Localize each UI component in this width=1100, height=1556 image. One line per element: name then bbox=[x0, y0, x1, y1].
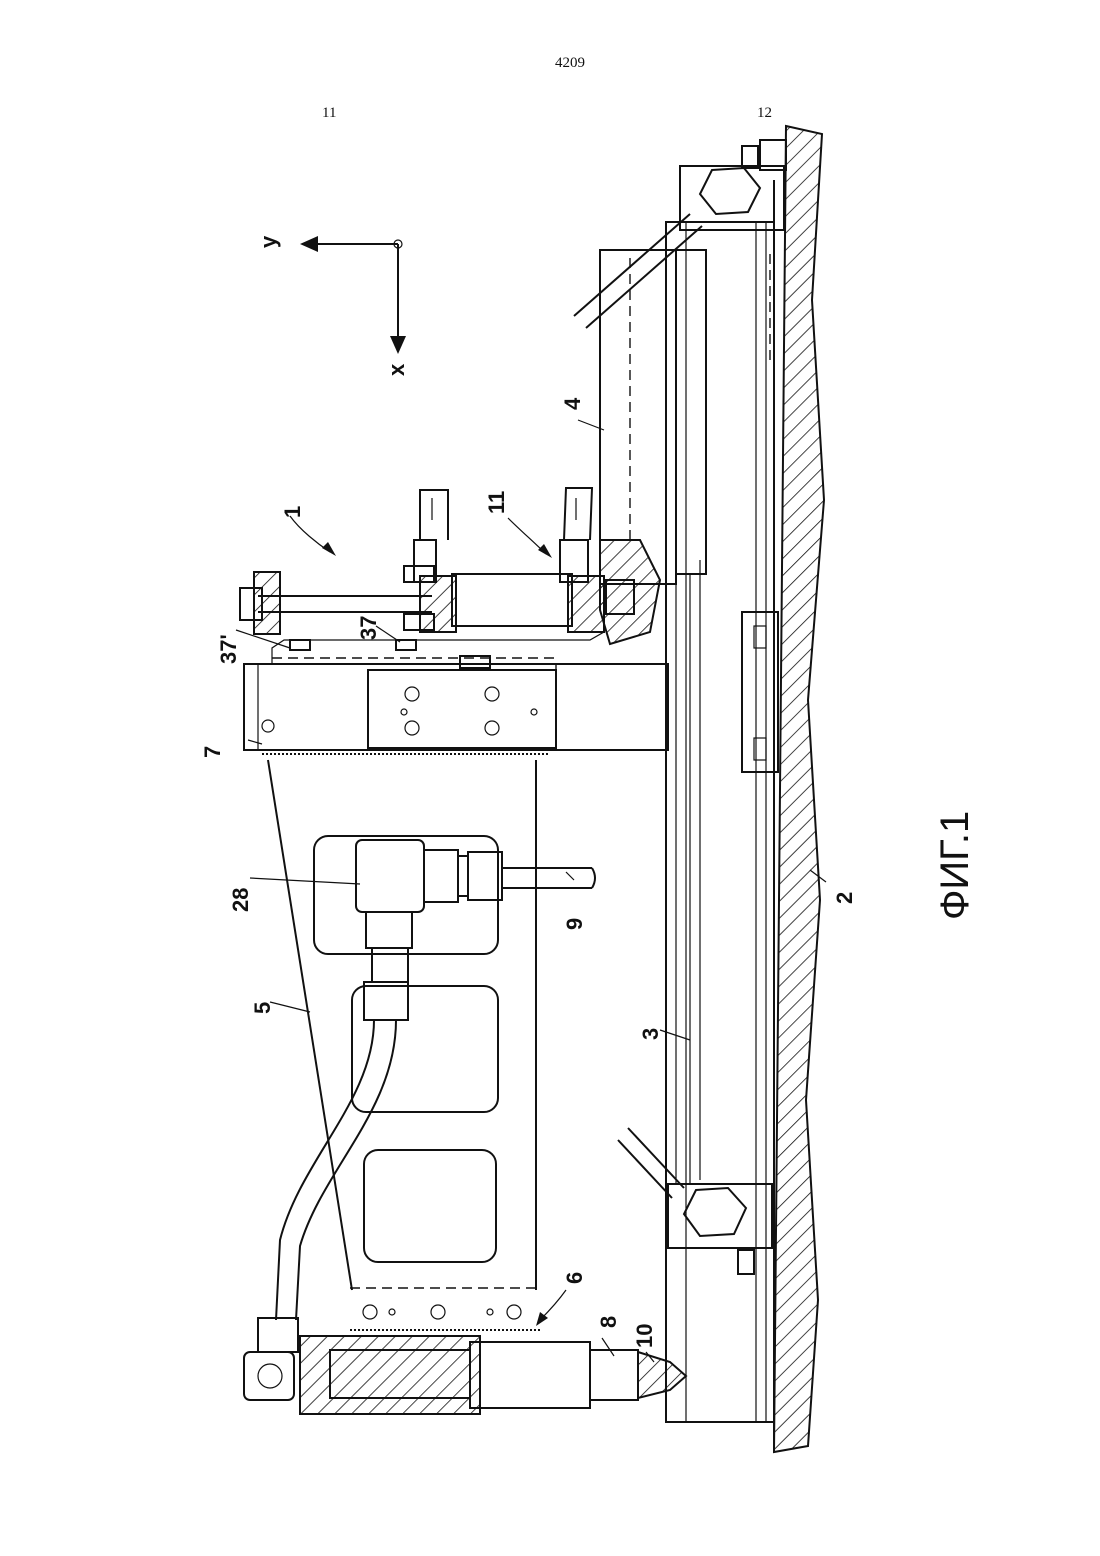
label-1: 1 bbox=[280, 506, 305, 518]
label-2: 2 bbox=[832, 892, 857, 904]
label-9: 9 bbox=[562, 918, 587, 930]
label-5: 5 bbox=[250, 1002, 275, 1014]
label-28: 28 bbox=[228, 888, 253, 912]
label-10: 10 bbox=[632, 1324, 657, 1348]
label-37-prime: 37' bbox=[216, 634, 241, 664]
label-6: 6 bbox=[562, 1272, 587, 1284]
arm bbox=[268, 760, 536, 1319]
reference-numerals: 1 2 3 4 5 6 7 8 9 10 11 28 37 37' bbox=[200, 397, 857, 1348]
label-8: 8 bbox=[596, 1316, 621, 1328]
fitting-assembly bbox=[258, 840, 595, 1352]
base-plate bbox=[774, 126, 824, 1452]
label-11: 11 bbox=[484, 491, 509, 514]
carriage bbox=[600, 250, 706, 1184]
end-block-bottom bbox=[618, 1128, 772, 1274]
label-37: 37 bbox=[356, 616, 381, 640]
figure-caption: ФИГ.1 bbox=[933, 811, 977, 920]
coordinate-axes: y x bbox=[256, 235, 409, 376]
y-axis-label: y bbox=[256, 235, 281, 248]
x-axis-label: x bbox=[384, 363, 409, 376]
label-4: 4 bbox=[560, 397, 585, 410]
end-block-top bbox=[574, 140, 786, 328]
tool-head bbox=[244, 1330, 686, 1414]
label-3: 3 bbox=[638, 1028, 663, 1040]
leader-lines bbox=[236, 420, 826, 1362]
label-7: 7 bbox=[200, 746, 225, 758]
guide-rail bbox=[666, 222, 778, 1422]
